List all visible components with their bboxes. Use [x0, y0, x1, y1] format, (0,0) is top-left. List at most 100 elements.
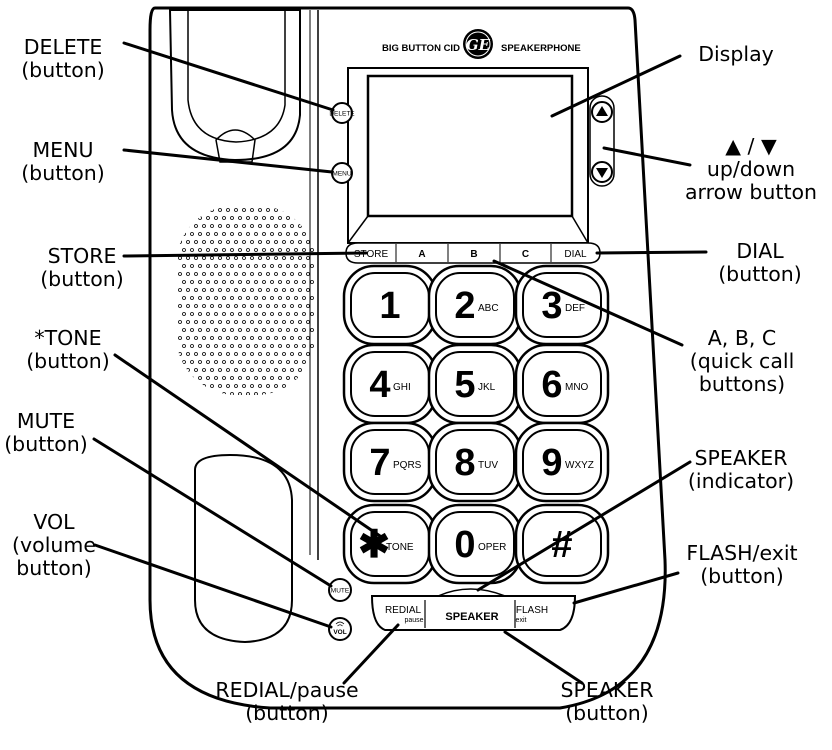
key-6-letters: MNO	[565, 382, 589, 393]
callout-menu-line: (button)	[21, 161, 105, 185]
key-9-digit: 9	[541, 442, 562, 484]
key-star-tone-letters: TONE	[386, 542, 414, 553]
key-4-digit: 4	[369, 364, 390, 406]
callout-redial-line: REDIAL/pause	[215, 678, 358, 702]
key-star-tone[interactable]: ✱TONE	[342, 503, 438, 585]
vol-button-label: VOL	[333, 629, 346, 636]
key-2-letters: ABC	[478, 303, 499, 314]
callout-delete-line: (button)	[21, 58, 105, 82]
key-8-digit: 8	[454, 442, 475, 484]
key-3-letters: DEF	[565, 303, 585, 314]
speaker-indicator	[437, 588, 506, 597]
pause-label: pause	[404, 617, 423, 624]
callout-spk-btn-line: (button)	[565, 701, 649, 725]
key-8-letters: TUV	[478, 460, 498, 471]
callout-dial-line: (button)	[718, 262, 802, 286]
leader-lines	[92, 41, 708, 685]
key-9-letters: WXYZ	[565, 460, 594, 471]
exit-label: exit	[516, 617, 527, 624]
volume-icon	[335, 621, 345, 627]
callout-mute: MUTE(button)	[4, 409, 88, 456]
callout-labels: DELETE(button)MENU(button)STORE(button)*…	[4, 35, 817, 725]
callout-vol-line: button)	[16, 556, 92, 580]
key-7-letters: PQRS	[393, 460, 422, 471]
callout-flash-line: FLASH/exit	[686, 541, 797, 565]
callout-updown-line: ▲ / ▼	[725, 134, 777, 158]
flash-label: FLASH	[516, 605, 548, 616]
callout-store: STORE(button)	[40, 244, 124, 291]
handset-rest	[194, 453, 293, 644]
callout-mute-line: (button)	[4, 432, 88, 456]
speaker-grille	[178, 208, 314, 395]
ge-logo-text: GE	[466, 36, 491, 54]
callout-abc-line: buttons)	[699, 372, 785, 396]
callout-updown-line: arrow button	[685, 180, 817, 204]
key-4-letters: GHI	[393, 382, 411, 393]
key-0-letters: OPER	[478, 542, 506, 553]
up-arrow-icon	[596, 106, 608, 116]
callout-tone-line: *TONE	[34, 326, 101, 350]
dial-button-label: DIAL	[564, 249, 587, 260]
store-button-label: STORE	[354, 249, 389, 260]
speaker-button-label: SPEAKER	[445, 611, 498, 623]
brand-left: BIG BUTTON CID	[382, 43, 460, 54]
mute-button[interactable]	[328, 578, 352, 602]
callout-redial-line: (button)	[245, 701, 329, 725]
ge-logo-icon	[463, 29, 493, 59]
callout-menu-line: MENU	[33, 138, 94, 162]
menu-button-label: MENU	[332, 171, 351, 178]
callout-redial: REDIAL/pause(button)	[215, 678, 358, 725]
key-0-digit: 0	[454, 524, 475, 566]
callout-delete-line: DELETE	[24, 35, 103, 59]
vol-button[interactable]	[328, 617, 352, 641]
callout-abc-line: (quick call	[690, 349, 795, 373]
down-arrow-icon	[596, 168, 608, 178]
bottom-button-bar	[370, 595, 577, 631]
key-5-digit: 5	[454, 364, 475, 406]
callout-vol-line: (volume	[12, 533, 96, 557]
key-1[interactable]: 1	[342, 264, 438, 346]
callout-spk-ind-line: (indicator)	[688, 469, 794, 493]
key-6-digit: 6	[541, 364, 562, 406]
handset-cradle	[168, 9, 301, 162]
callout-flash-line: (button)	[700, 564, 784, 588]
callout-store-line: STORE	[48, 244, 117, 268]
mute-button-label: MUTE	[331, 588, 350, 595]
callout-tone: *TONE(button)	[26, 326, 110, 373]
b-button-label: B	[470, 249, 477, 260]
key-pound[interactable]: #	[514, 503, 610, 585]
callout-spk-btn-line: SPEAKER	[561, 678, 654, 702]
redial-label: REDIAL	[385, 605, 422, 616]
callout-mute-line: MUTE	[17, 409, 75, 433]
callout-vol-line: VOL	[33, 510, 75, 534]
brand-right: SPEAKERPHONE	[501, 43, 581, 54]
callout-delete: DELETE(button)	[21, 35, 105, 82]
a-button-label: A	[418, 249, 425, 260]
callout-updown-line: up/down	[707, 157, 795, 181]
callout-dial: DIAL(button)	[718, 239, 802, 286]
callout-dial-line: DIAL	[736, 239, 784, 263]
key-3-digit: 3	[541, 285, 562, 327]
key-2-digit: 2	[454, 285, 475, 327]
key-7-digit: 7	[369, 442, 390, 484]
callout-spk-btn: SPEAKER(button)	[561, 678, 654, 725]
key-1-digit: 1	[379, 285, 400, 327]
delete-button[interactable]	[331, 102, 353, 124]
callout-display: Display	[698, 42, 774, 66]
callout-abc-line: A, B, C	[708, 326, 776, 350]
delete-button-label: DELETE	[329, 111, 355, 118]
